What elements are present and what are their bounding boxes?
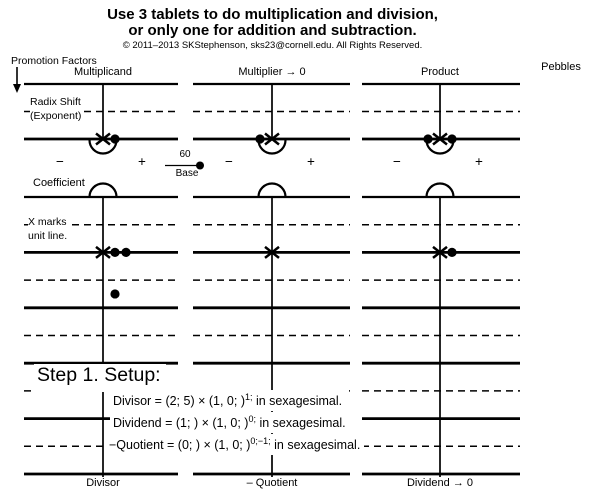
formula-tail: in sexagesimal. xyxy=(256,416,346,430)
formula-body: Divisor = (2; 5) × (1, 0; ) xyxy=(113,394,245,408)
promotion-factors-label: Promotion Factors xyxy=(11,55,97,67)
minus-sign: − xyxy=(56,154,64,169)
step-heading: Step 1. Setup: xyxy=(34,364,166,392)
formula-dividend: Dividend = (1; ) × (1, 0; )0; in sexages… xyxy=(110,412,350,433)
base-value: 60 xyxy=(179,149,191,160)
formula-quotient: −Quotient = (0; ) × (1, 0; )0;−1; in sex… xyxy=(106,434,365,455)
x-mark-icon xyxy=(95,132,111,146)
minus-sign: − xyxy=(225,154,233,169)
cup-arc xyxy=(425,139,455,155)
column-header-multiplicand: Multiplicand xyxy=(73,66,133,78)
formula-exponent: 0; xyxy=(248,413,256,424)
column-footer-dividend: Dividend → 0 xyxy=(406,477,474,489)
cap-arc xyxy=(257,182,287,198)
pebble-mark xyxy=(110,289,120,299)
formula-divisor: Divisor = (2; 5) × (1, 0; )1; in sexages… xyxy=(110,390,347,411)
formula-body: Dividend = (1; ) × (1, 0; ) xyxy=(113,416,249,430)
formula-tail: in sexagesimal. xyxy=(252,394,343,408)
x-marks-label: X marks xyxy=(28,216,70,229)
x-mark-icon xyxy=(264,132,280,146)
pebble-mark xyxy=(110,134,120,144)
plus-sign: + xyxy=(475,154,483,169)
pebble-mark xyxy=(447,134,457,144)
column-header-product: Product xyxy=(421,66,459,78)
coefficient-label: Coefficient xyxy=(33,177,85,189)
cup-arc xyxy=(88,139,118,155)
column-header-multiplier: Multiplier → 0 xyxy=(238,66,306,78)
cap-arc xyxy=(88,182,118,198)
radix-shift-label: Radix Shift xyxy=(30,96,84,109)
cup-arc xyxy=(257,139,287,155)
base-label: Base xyxy=(175,168,199,179)
page-title-line1: Use 3 tablets to do multiplication and d… xyxy=(107,6,438,23)
pebble-mark xyxy=(255,134,265,144)
unit-line-label: unit line. xyxy=(28,230,71,243)
down-arrow-head-icon xyxy=(13,84,21,93)
copyright-text: © 2011–2013 SKStephenson, sks23@cornell.… xyxy=(122,40,423,51)
minus-sign: − xyxy=(393,154,401,169)
formula-exponent: 0;−1; xyxy=(250,435,271,446)
cap-arc xyxy=(425,182,455,198)
column-footer-divisor: Divisor xyxy=(86,477,120,489)
x-mark-icon xyxy=(264,245,280,259)
formula-exponent: 1; xyxy=(244,391,253,402)
formula-tail: in sexagesimal. xyxy=(270,438,361,452)
pebble-mark xyxy=(447,247,457,257)
x-mark-icon xyxy=(432,245,448,259)
x-mark-icon xyxy=(95,245,111,259)
pebble-mark xyxy=(110,247,120,257)
plus-sign: + xyxy=(138,154,146,169)
pebbles-header: Pebbles xyxy=(541,61,581,73)
base-pebble-icon xyxy=(196,161,204,170)
page-title-line2: or only one for addition and subtraction… xyxy=(128,22,417,39)
plus-sign: + xyxy=(307,154,315,169)
x-mark-icon xyxy=(432,132,448,146)
pebble-mark xyxy=(121,247,131,257)
formula-body: −Quotient = (0; ) × (1, 0; ) xyxy=(109,438,251,452)
pebble-mark xyxy=(423,134,433,144)
exponent-label: (Exponent) xyxy=(30,110,85,123)
column-footer-quotient: – Quotient xyxy=(246,477,298,489)
